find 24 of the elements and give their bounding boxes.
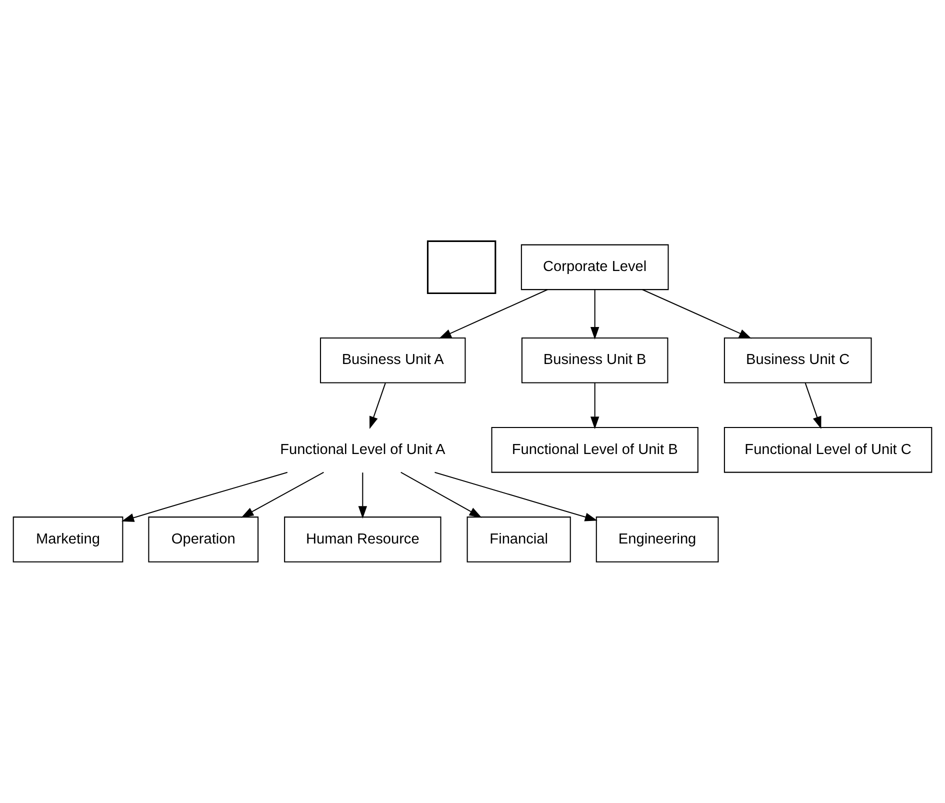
arrow bbox=[590, 290, 600, 340]
node-box: Financial bbox=[466, 516, 571, 562]
arrow bbox=[400, 472, 482, 518]
node-box: Engineering bbox=[596, 516, 719, 562]
node-box: Business Unit B bbox=[521, 337, 668, 384]
arrow bbox=[122, 472, 288, 522]
arrow bbox=[358, 472, 368, 519]
node-box: Operation bbox=[148, 516, 259, 562]
arrow bbox=[434, 472, 598, 522]
node-box: Corporate Level bbox=[520, 244, 669, 290]
node-box: Functional Level of Unit C bbox=[724, 427, 932, 473]
node-box: Business Unit A bbox=[320, 337, 466, 384]
arrow bbox=[804, 382, 822, 429]
arrow bbox=[241, 472, 324, 518]
node-text: Functional Level of Unit A bbox=[280, 442, 446, 458]
arrow bbox=[590, 383, 600, 430]
node-box: Business Unit C bbox=[724, 337, 872, 384]
node-box: Functional Level of Unit B bbox=[491, 427, 698, 473]
node-box: Marketing bbox=[12, 516, 124, 562]
node-box: Human Resource bbox=[284, 516, 442, 562]
node-box bbox=[426, 240, 496, 294]
arrow bbox=[642, 289, 752, 339]
arrow bbox=[369, 382, 386, 429]
arrow bbox=[438, 289, 548, 339]
